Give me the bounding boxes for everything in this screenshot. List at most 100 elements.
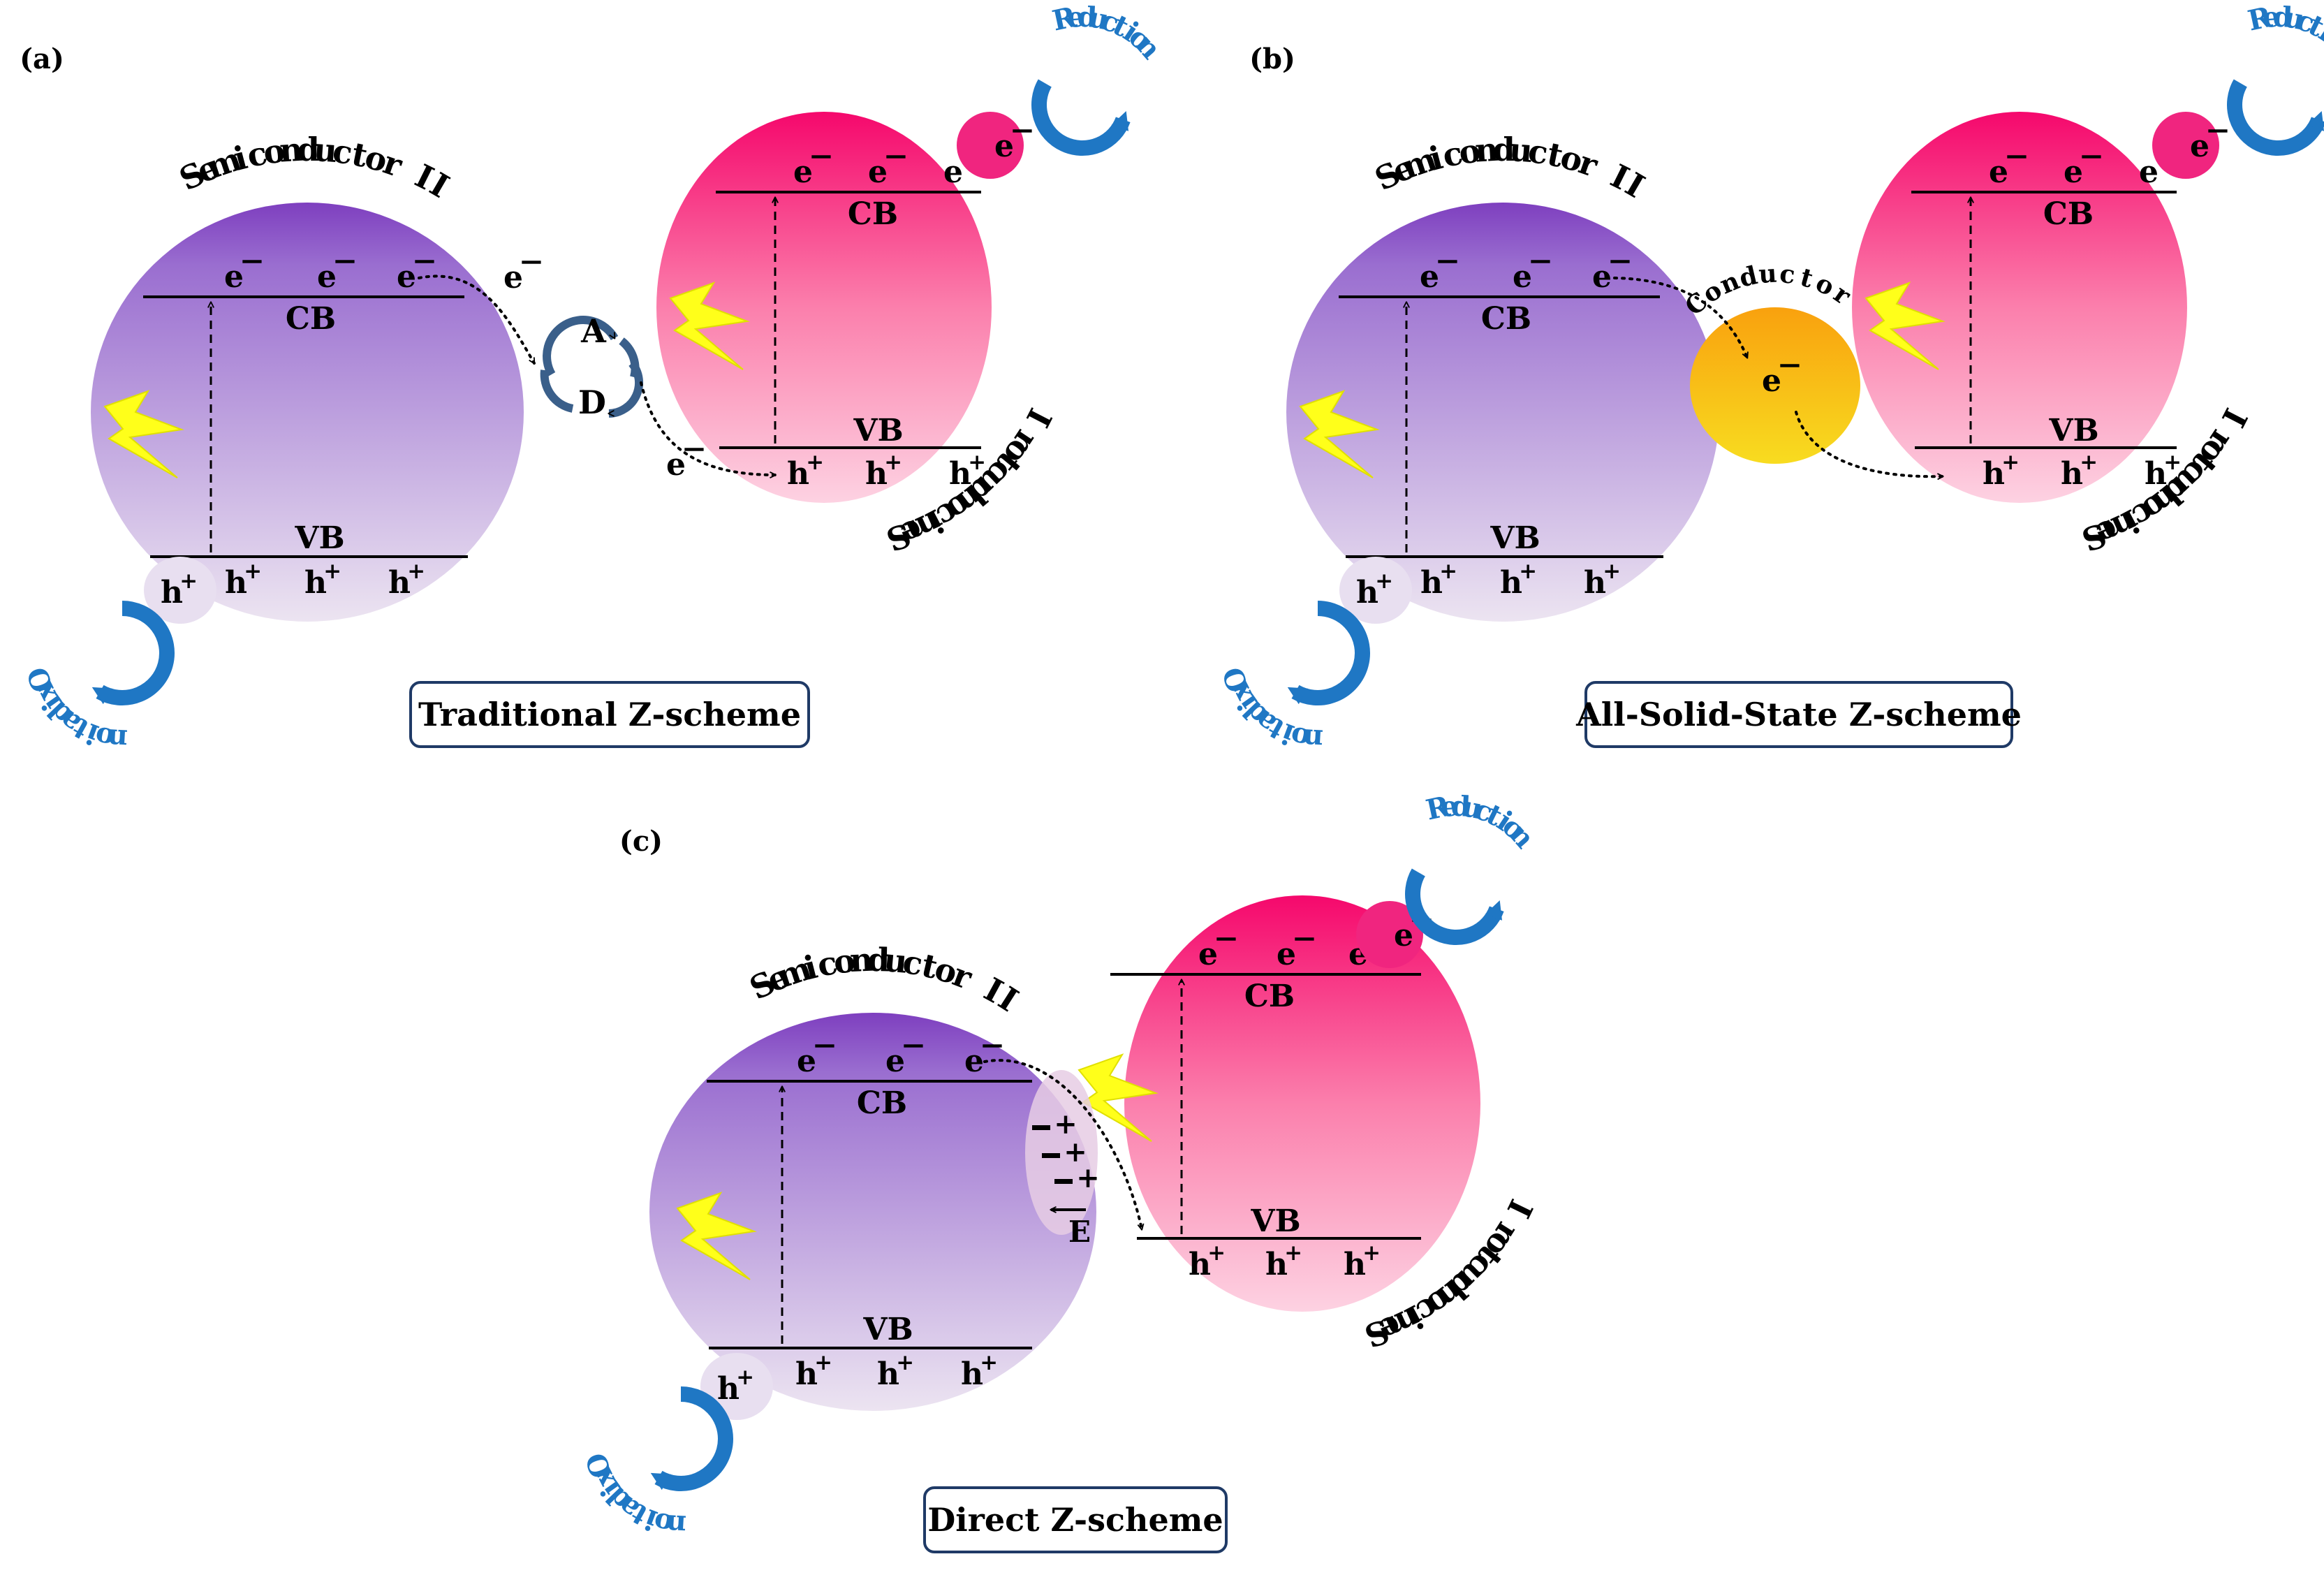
minus-bar <box>415 260 434 263</box>
hole-plus: + <box>806 450 824 475</box>
hole-plus: + <box>1603 559 1621 584</box>
electron: e <box>2064 154 2101 190</box>
hole-plus: + <box>814 1350 832 1375</box>
electron: e <box>1420 259 1457 295</box>
electron-path-to-conductor <box>1613 277 1749 358</box>
electron: e <box>1592 259 1630 295</box>
minus-bar <box>815 1044 834 1048</box>
panel-label: (c) <box>619 825 663 858</box>
hole-plus: + <box>1284 1240 1302 1266</box>
hole: h+ <box>1344 1240 1381 1282</box>
mediator-arc-right <box>619 337 640 379</box>
hole-plus: + <box>736 1365 754 1390</box>
caption-box: All-Solid-State Z-scheme <box>1575 681 2022 748</box>
reduction-label-char: d <box>1450 789 1472 823</box>
minus-bar <box>522 261 541 264</box>
electron-letter: e <box>2064 154 2083 190</box>
sc2-cb-label: CB <box>1481 301 1531 337</box>
electron-letter: e <box>1394 918 1413 953</box>
minus-bar <box>904 1044 923 1048</box>
minus-bar <box>983 1044 1002 1048</box>
sc2-title-char: u <box>883 941 909 981</box>
electron: e <box>994 129 1032 164</box>
electron: e <box>2190 129 2228 164</box>
electron-letter: e <box>224 259 244 295</box>
sc2-title-char: o <box>261 131 287 171</box>
minus-bar <box>1216 937 1236 941</box>
hole: h+ <box>1265 1240 1302 1282</box>
electron-letter: e <box>943 154 963 190</box>
hole-letter: h <box>304 565 327 601</box>
sc2-title-char: n <box>279 131 304 170</box>
electron-letter: e <box>503 260 523 295</box>
hole-letter: h <box>961 1356 983 1392</box>
minus-bar <box>2208 129 2228 133</box>
hole: h+ <box>865 450 902 492</box>
lightning-icon <box>1299 390 1380 478</box>
electron-letter: e <box>2190 129 2209 164</box>
hole-plus: + <box>1519 559 1537 584</box>
hole: h+ <box>949 450 986 492</box>
lightning-icon <box>676 1192 757 1280</box>
caption-frame <box>1584 681 2013 748</box>
caption-box: Traditional Z-scheme <box>409 681 810 748</box>
sc1-title-char: I <box>1500 1194 1540 1224</box>
electron-letter: e <box>1989 154 2008 190</box>
hole-plus: + <box>980 1350 998 1375</box>
electron: e <box>1198 937 1236 972</box>
reduction-label-char: d <box>2272 0 2294 34</box>
sc1-vb-label: VB <box>1250 1203 1300 1239</box>
hole: h+ <box>1983 450 2020 492</box>
interface-field: +++E <box>983 1059 1142 1249</box>
hole-letter: h <box>1265 1247 1288 1282</box>
hole: h+ <box>795 1350 832 1392</box>
electron: e <box>964 1043 1002 1079</box>
electron: e <box>1513 259 1550 295</box>
hole-plus: + <box>968 450 986 475</box>
reduction-arrow <box>2227 79 2324 156</box>
sc2-title-char: d <box>297 131 319 168</box>
negative-charge <box>1042 1153 1060 1158</box>
oxidation-label-char: n <box>106 722 128 756</box>
electron-letter: e <box>868 154 888 190</box>
hole-plus: + <box>1375 569 1393 594</box>
minus-bar <box>1438 260 1457 263</box>
hole: h+ <box>2145 450 2182 492</box>
sc1-cb-label: CB <box>2043 196 2094 232</box>
hole: h+ <box>961 1350 998 1392</box>
electron: e <box>224 259 262 295</box>
lightning-icon <box>669 281 750 370</box>
caption-frame <box>923 1486 1228 1553</box>
conductor-label-char: u <box>1758 259 1778 290</box>
sc2-title-char: d <box>867 941 890 979</box>
lightning-icon <box>103 390 184 478</box>
electron: e <box>868 154 906 190</box>
hole: h+ <box>877 1350 914 1392</box>
caption-text: Direct Z-scheme <box>927 1501 1223 1539</box>
hole-letter: h <box>225 565 247 601</box>
minus-bar <box>1780 364 1800 367</box>
hole: h+ <box>1420 559 1457 601</box>
reduction-site <box>2152 112 2219 179</box>
hole: h+ <box>787 450 824 492</box>
minus-bar <box>2007 155 2027 159</box>
electron: e <box>793 154 831 190</box>
sc1-vb-label: VB <box>2048 413 2098 448</box>
reduction-label-char: e <box>2261 0 2281 34</box>
electron-letter: e <box>994 129 1014 164</box>
hole-plus: + <box>244 559 262 584</box>
oxidation-site <box>144 557 216 624</box>
positive-charge: + <box>1054 1108 1078 1141</box>
hole: h+ <box>1189 1240 1226 1282</box>
hole: h+ <box>717 1365 754 1407</box>
sc1-title-char: I <box>2214 402 2255 433</box>
caption-text: Traditional Z-scheme <box>418 696 801 733</box>
hole-plus: + <box>179 569 198 594</box>
sc2-title-char: n <box>849 941 874 979</box>
semiconductor-2-sphere <box>649 1013 1096 1411</box>
